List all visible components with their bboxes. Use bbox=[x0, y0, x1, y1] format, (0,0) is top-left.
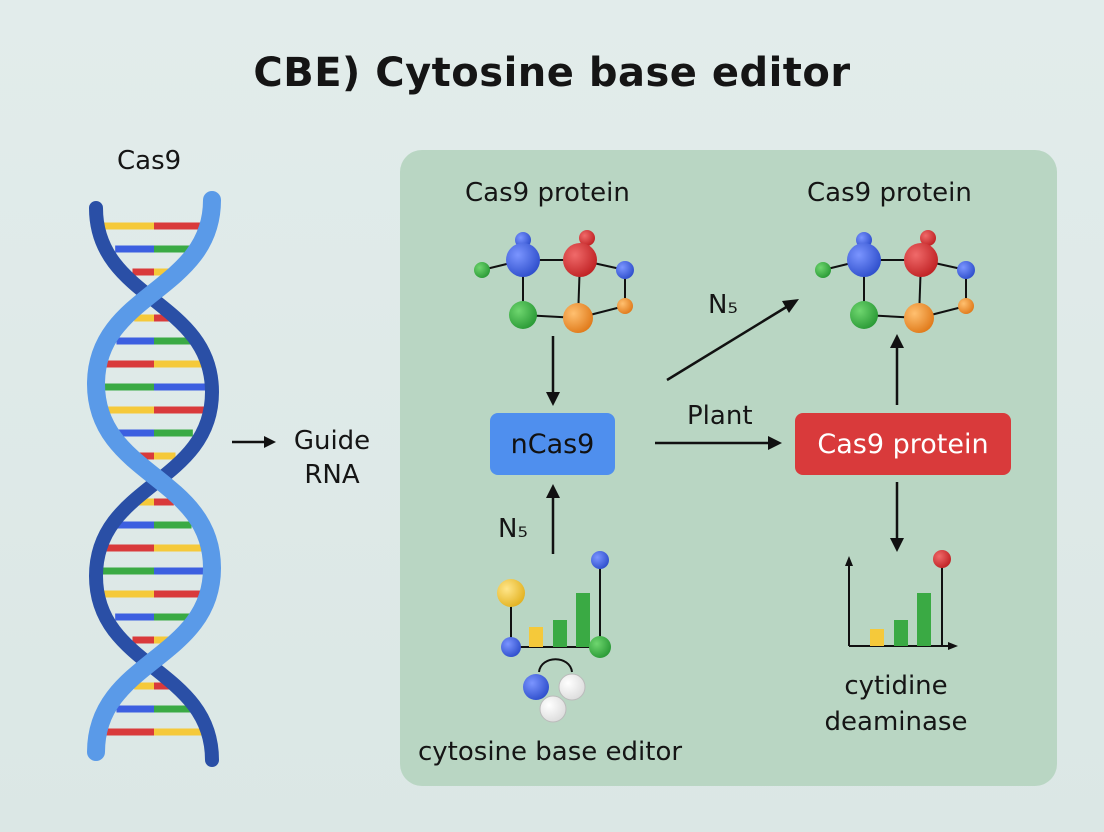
deaminase-line1: cytidine bbox=[844, 671, 948, 701]
cas9-protein-box: Cas9 protein bbox=[795, 413, 1011, 475]
arrow-diagonal-to-protein bbox=[666, 299, 799, 382]
editor-label: cytosine base editor bbox=[418, 737, 683, 767]
arrow-up-label: N₅ bbox=[498, 514, 528, 544]
arrow-cas9-protein-down bbox=[890, 482, 904, 552]
diagram-title: CBE) Cytosine base editor bbox=[253, 50, 851, 96]
arrow-cas9-protein-up bbox=[890, 334, 904, 405]
guide-rna-line1: Guide bbox=[293, 426, 371, 456]
ncas9-box: nCas9 bbox=[490, 413, 615, 475]
dna-strand-front bbox=[86, 191, 222, 761]
deaminase-label: cytidine deaminase bbox=[806, 668, 986, 740]
guide-rna-line2: RNA bbox=[304, 460, 360, 490]
base-editor-graphic bbox=[497, 551, 611, 723]
arrow-editor-to-ncas9 bbox=[546, 484, 560, 554]
dna-label: Cas9 bbox=[117, 146, 182, 176]
guide-rna-label: Guide RNA bbox=[284, 424, 380, 492]
protein-right-label: Cas9 protein bbox=[807, 178, 972, 208]
protein-left-label: Cas9 protein bbox=[465, 178, 630, 208]
arrow-diagonal-label: N₅ bbox=[708, 290, 738, 320]
arrow-plant-label: Plant bbox=[687, 401, 753, 431]
molecule-right bbox=[815, 230, 975, 333]
molecule-left bbox=[474, 230, 634, 333]
arrow-protein-to-ncas9 bbox=[546, 336, 560, 406]
arrow-ncas9-to-cas9-protein bbox=[655, 436, 782, 450]
deaminase-graphic bbox=[845, 550, 958, 650]
deaminase-line2: deaminase bbox=[824, 707, 968, 737]
